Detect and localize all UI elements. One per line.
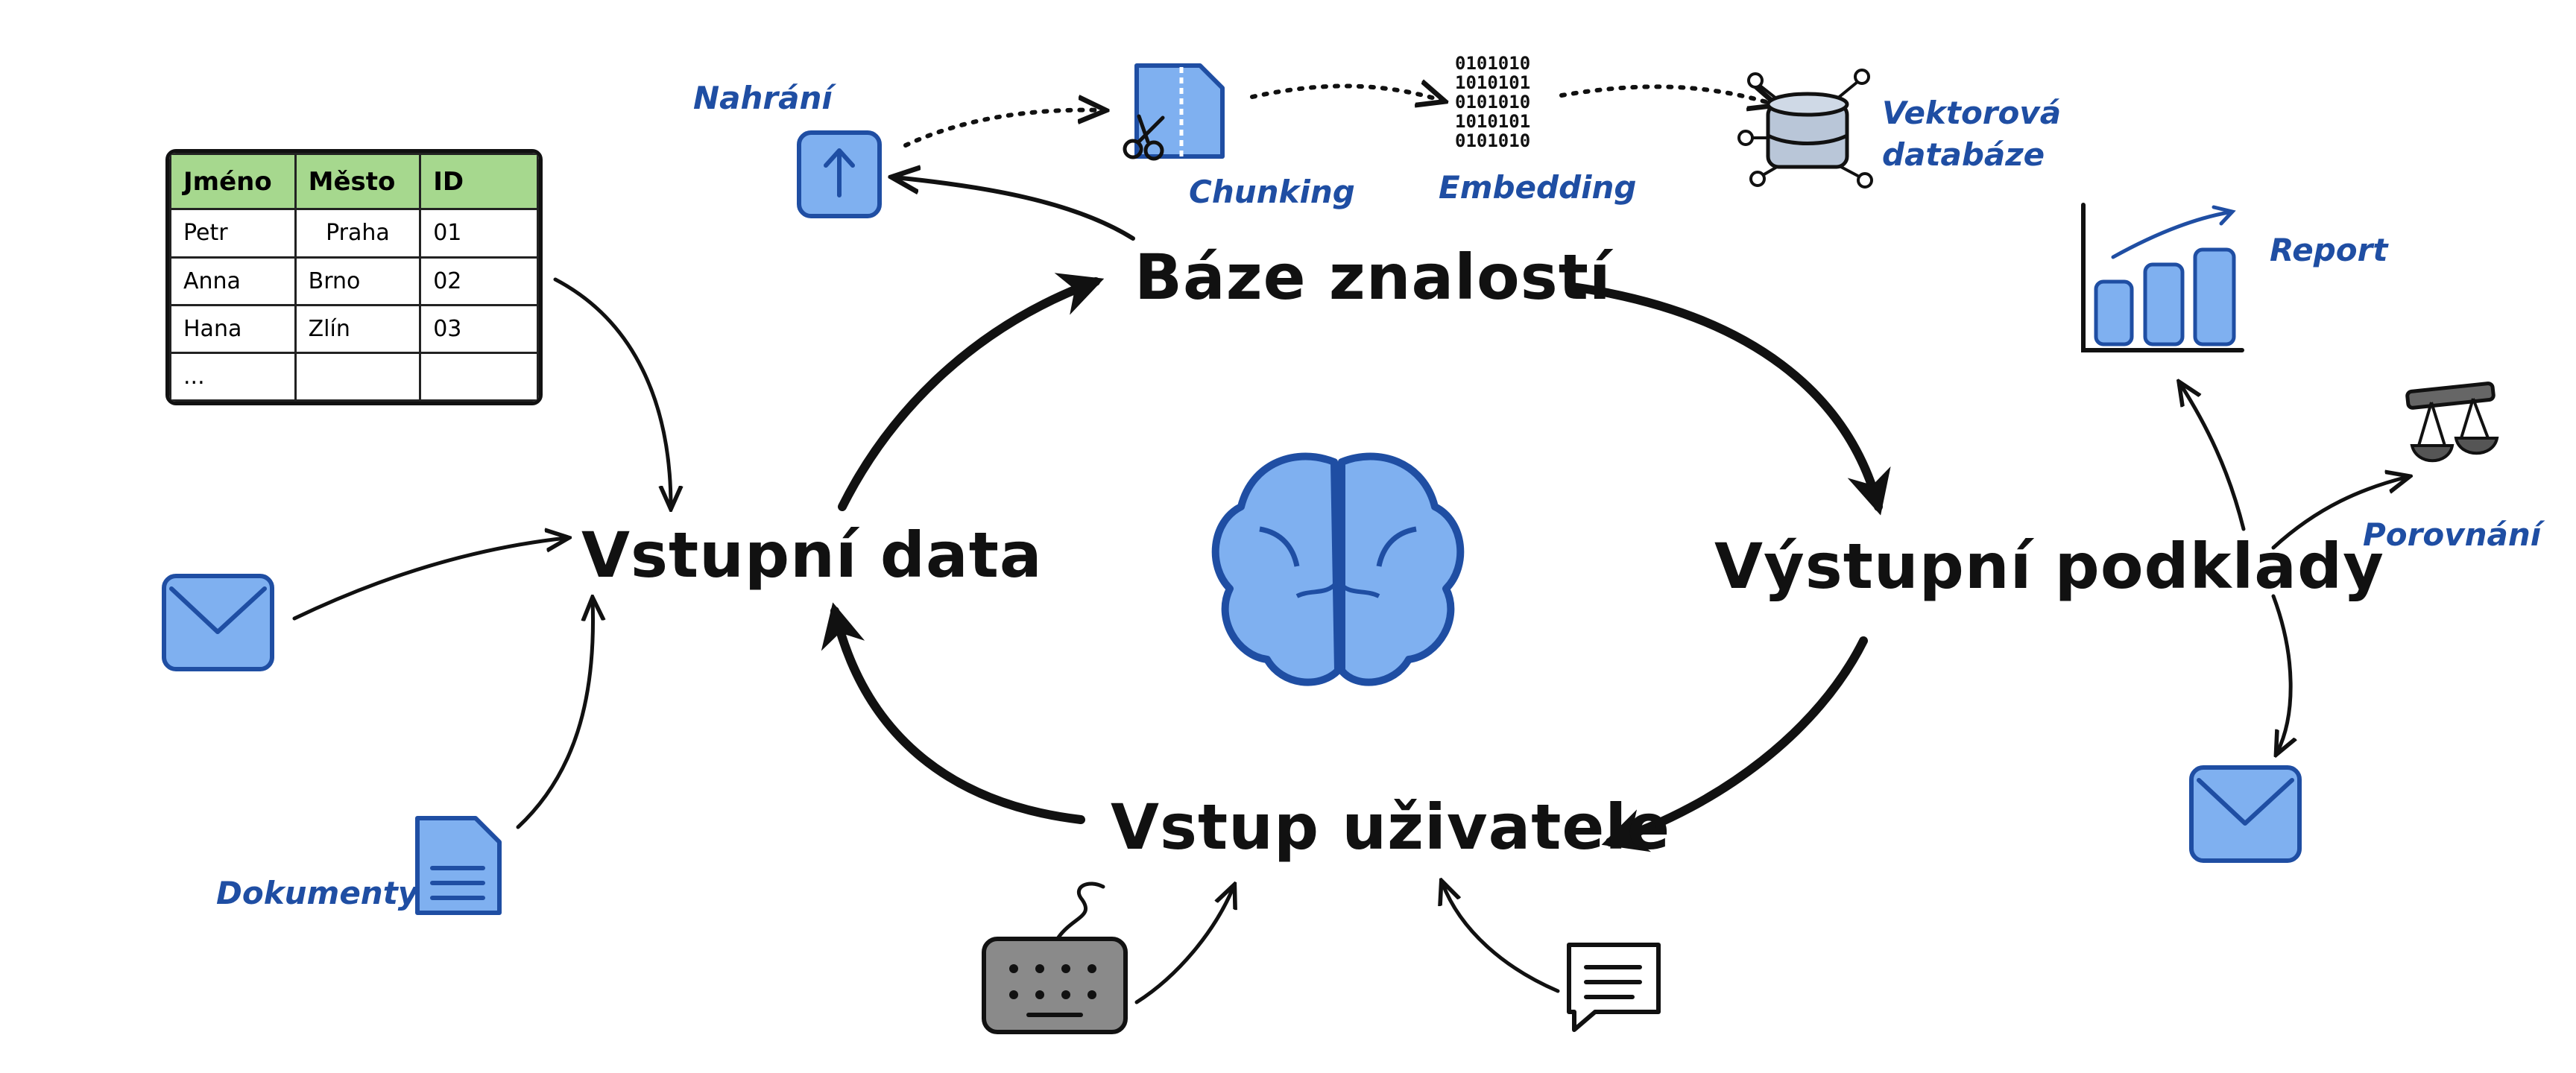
node-user-input: Vstup uživatele <box>1111 791 1671 864</box>
table-header-cell: Jméno <box>169 153 297 211</box>
table-cell: Anna <box>169 256 297 306</box>
arrow-table-to-input <box>553 277 671 507</box>
table-cell: ... <box>169 351 297 402</box>
label-upload: Nahrání <box>693 80 833 116</box>
table-cell: Petr <box>169 208 297 259</box>
output-email-icon <box>2189 765 2302 863</box>
table-cell: 02 <box>419 256 539 306</box>
arrow-output-to-email <box>2271 594 2291 753</box>
arrow-knowledge-to-upload <box>894 177 1135 241</box>
dotted-upload-to-chunking <box>903 110 1103 148</box>
table-row: Anna Brno 02 <box>169 256 539 306</box>
keyboard-icon <box>982 881 1128 1034</box>
node-input-data: Vstupní data <box>581 519 1043 592</box>
dotted-embedding-to-vectordb <box>1559 86 1774 104</box>
table-row: ... <box>169 351 539 402</box>
report-chart-icon <box>2081 203 2244 352</box>
table-cell: Brno <box>294 256 422 306</box>
arrow-keyboard-to-user <box>1134 887 1234 1004</box>
node-output-docs: Výstupní podklady <box>1714 530 2384 603</box>
label-documents: Dokumenty <box>216 875 419 911</box>
message-icon <box>1567 943 1661 1032</box>
label-vector-db-line2: databáze <box>1882 136 2045 173</box>
data-table: Jméno Město ID Petr Praha 01 Anna Brno 0… <box>165 149 543 405</box>
table-cell <box>419 351 539 402</box>
arrow-output-to-user <box>1601 636 1868 852</box>
table-row: Hana Zlín 03 <box>169 303 539 354</box>
arrow-documents-to-input <box>516 600 593 829</box>
arrow-knowledge-to-output <box>1568 282 1891 516</box>
table-cell <box>294 351 422 402</box>
table-header-cell: Město <box>294 153 422 211</box>
arrow-output-to-report <box>2180 384 2246 531</box>
document-icon <box>415 816 502 915</box>
label-vector-db-line1: Vektorová <box>1882 95 2062 131</box>
vector-database-icon <box>1737 69 1873 189</box>
table-cell: Praha <box>294 208 422 259</box>
dotted-chunking-to-embedding <box>1250 86 1442 101</box>
arrow-user-to-input <box>821 602 1085 824</box>
chunking-icon <box>1123 63 1225 161</box>
table-header-cell: ID <box>419 153 539 211</box>
table-cell: Hana <box>169 303 297 354</box>
scales-icon <box>2405 382 2499 463</box>
table-header-row: Jméno Město ID <box>169 153 539 211</box>
email-icon <box>162 574 274 671</box>
arrow-output-to-comparison <box>2271 477 2408 550</box>
label-report: Report <box>2270 232 2388 268</box>
label-chunking: Chunking <box>1189 174 1355 210</box>
brain-icon <box>1211 452 1465 686</box>
label-comparison: Porovnání <box>2363 516 2542 553</box>
table-row: Petr Praha 01 <box>169 208 539 259</box>
table-cell: 01 <box>419 208 539 259</box>
table-cell: Zlín <box>294 303 422 354</box>
node-knowledge-base: Báze znalostí <box>1134 241 1611 314</box>
arrow-input-to-knowledge <box>838 273 1105 511</box>
arrow-email-to-input <box>292 538 566 621</box>
arrow-message-to-user <box>1442 883 1560 993</box>
table-cell: 03 <box>419 303 539 354</box>
upload-icon <box>797 130 882 218</box>
label-embedding: Embedding <box>1439 169 1637 206</box>
